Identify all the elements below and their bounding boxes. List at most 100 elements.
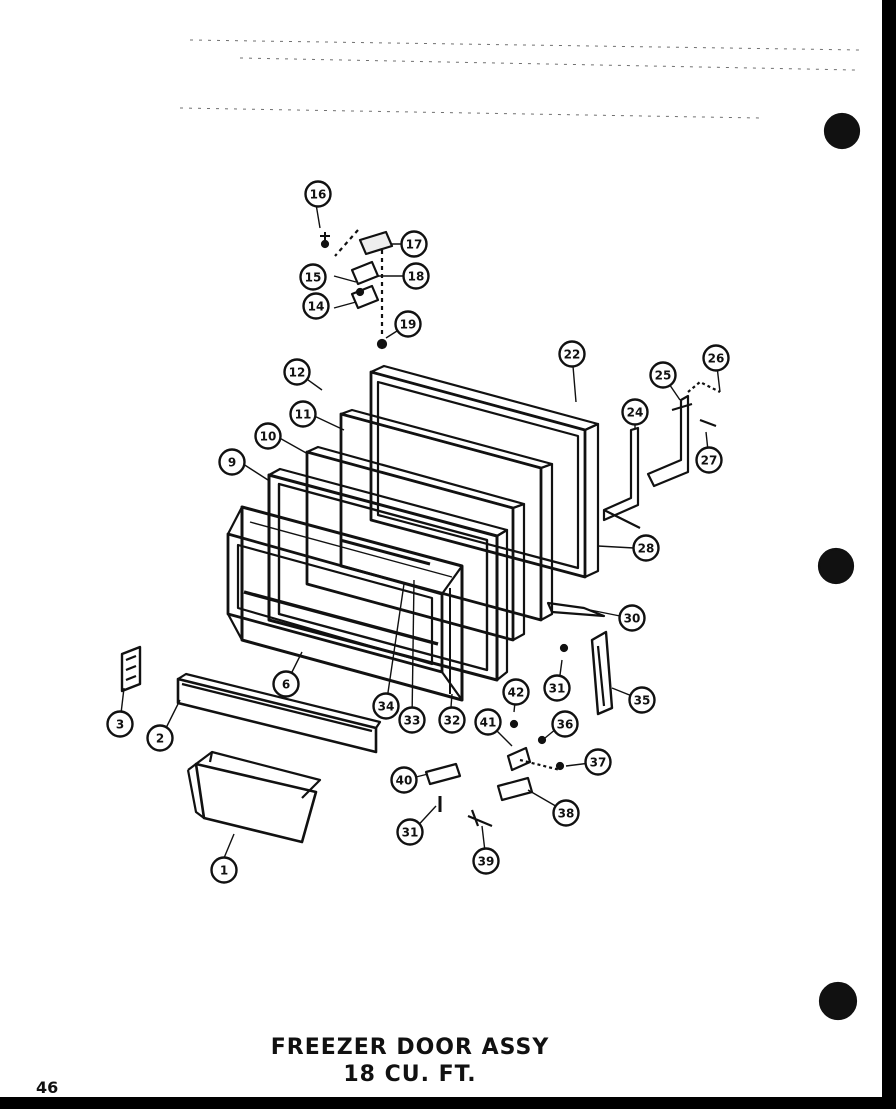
callout-12: 12 xyxy=(283,358,311,386)
callout-circle xyxy=(472,847,500,875)
callout-label: 9 xyxy=(228,456,236,470)
callout-label: 18 xyxy=(408,270,425,284)
callout-circle xyxy=(283,358,311,386)
callout-label: 26 xyxy=(708,352,725,366)
bottom-trim-strip xyxy=(546,601,606,618)
scan-edge-bottom xyxy=(0,1097,896,1109)
callout-label: 14 xyxy=(308,300,325,314)
callout-label: 33 xyxy=(404,714,421,728)
callout-1: 1 xyxy=(210,856,238,884)
callout-circle xyxy=(304,180,332,208)
callout-circle xyxy=(474,708,502,736)
callout-28: 28 xyxy=(632,534,660,562)
title-line-2: 18 CU. FT. xyxy=(343,1062,477,1087)
callout-37: 37 xyxy=(584,748,612,776)
callout-27: 27 xyxy=(695,446,723,474)
binder-hole-middle xyxy=(817,547,855,585)
page-number: 46 xyxy=(36,1078,59,1097)
callout-36: 36 xyxy=(551,710,579,738)
callout-circle xyxy=(400,230,428,258)
callout-33: 33 xyxy=(398,706,426,734)
callout-label: 34 xyxy=(378,700,395,714)
callout-circle xyxy=(695,446,723,474)
door-liner xyxy=(226,505,464,702)
callout-label: 12 xyxy=(289,366,306,380)
door-bucket xyxy=(186,750,322,844)
callout-31: 31 xyxy=(396,818,424,846)
callout-38: 38 xyxy=(552,799,580,827)
side-trim xyxy=(590,630,614,716)
callout-label: 39 xyxy=(478,855,495,869)
callout-circle xyxy=(584,748,612,776)
callout-circle xyxy=(146,724,174,752)
callout-label: 10 xyxy=(260,430,277,444)
callout-19: 19 xyxy=(394,310,422,338)
callout-label: 40 xyxy=(396,774,413,788)
callout-22: 22 xyxy=(558,340,586,368)
binder-hole-top xyxy=(823,112,861,150)
callout-label: 2 xyxy=(156,732,164,746)
callout-circle xyxy=(502,678,530,706)
lower-hinge-hardware xyxy=(424,643,569,828)
top-hinge-hardware xyxy=(320,229,394,350)
binder-hole-bottom xyxy=(818,981,858,1021)
callout-circle xyxy=(272,670,300,698)
callout-41: 41 xyxy=(474,708,502,736)
callout-35: 35 xyxy=(628,686,656,714)
callout-circle xyxy=(632,534,660,562)
callout-circle xyxy=(649,361,677,389)
callout-30: 30 xyxy=(618,604,646,632)
callout-label: 19 xyxy=(400,318,417,332)
callout-balloons: 1236910111214151617181922242526272830313… xyxy=(106,180,730,884)
scan-edge-right xyxy=(882,0,896,1109)
callout-10: 10 xyxy=(254,422,282,450)
callout-circle xyxy=(621,398,649,426)
callout-26: 26 xyxy=(702,344,730,372)
callout-label: 3 xyxy=(116,718,124,732)
callout-circle xyxy=(299,263,327,291)
callout-label: 30 xyxy=(624,612,641,626)
callout-label: 17 xyxy=(406,238,423,252)
callout-circle xyxy=(210,856,238,884)
callout-label: 35 xyxy=(634,694,651,708)
callout-label: 42 xyxy=(508,686,525,700)
callout-circle xyxy=(218,448,246,476)
callout-label: 16 xyxy=(310,188,327,202)
insulation-panel xyxy=(305,445,526,642)
callout-circle xyxy=(394,310,422,338)
callout-2: 2 xyxy=(146,724,174,752)
callout-34: 34 xyxy=(372,692,400,720)
inner-panel xyxy=(339,408,554,622)
callout-circle xyxy=(618,604,646,632)
callout-15: 15 xyxy=(299,263,327,291)
callout-label: 38 xyxy=(558,807,575,821)
callout-42: 42 xyxy=(502,678,530,706)
callout-label: 11 xyxy=(295,408,312,422)
callout-11: 11 xyxy=(289,400,317,428)
door-gasket xyxy=(267,467,509,682)
callout-label: 41 xyxy=(480,716,497,730)
callout-circle xyxy=(543,674,571,702)
hinge-brackets xyxy=(602,380,721,529)
callout-18: 18 xyxy=(402,262,430,290)
callout-label: 25 xyxy=(655,369,672,383)
callout-label: 36 xyxy=(557,718,574,732)
callout-label: 27 xyxy=(701,454,718,468)
callout-circle xyxy=(702,344,730,372)
callout-circle xyxy=(390,766,418,794)
callout-25: 25 xyxy=(649,361,677,389)
callout-circle xyxy=(254,422,282,450)
callout-label: 1 xyxy=(220,864,228,878)
title-line-1: FREEZER DOOR ASSY xyxy=(270,1035,550,1060)
callout-14: 14 xyxy=(302,292,330,320)
callout-circle xyxy=(552,799,580,827)
callout-9: 9 xyxy=(218,448,246,476)
handle-bracket xyxy=(120,645,142,693)
callout-circle xyxy=(372,692,400,720)
callout-39: 39 xyxy=(472,847,500,875)
callout-circle xyxy=(398,706,426,734)
callout-6: 6 xyxy=(272,670,300,698)
callout-label: 15 xyxy=(305,271,322,285)
